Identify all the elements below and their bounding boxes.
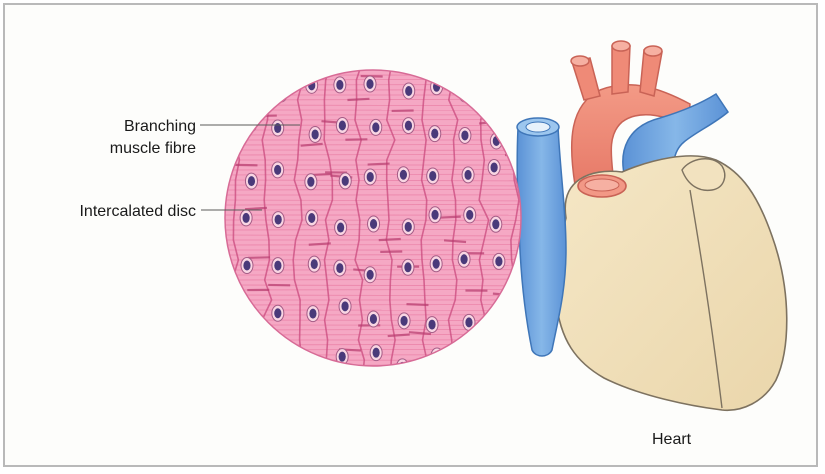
nucleus xyxy=(400,170,407,180)
nucleus-halo xyxy=(244,354,256,370)
intercalated-disc xyxy=(347,99,369,100)
nucleus xyxy=(246,357,253,367)
muscle-tissue-magnified xyxy=(225,60,527,380)
intercalated-disc xyxy=(406,304,428,305)
nucleus xyxy=(404,262,411,272)
nucleus xyxy=(308,213,315,223)
nucleus-halo xyxy=(396,359,408,375)
nucleus xyxy=(461,89,468,99)
nucleus xyxy=(308,363,315,373)
nucleus-halo xyxy=(306,360,318,376)
nucleus xyxy=(278,89,285,99)
nucleus xyxy=(405,222,412,232)
intercalated-disc xyxy=(439,217,461,218)
nucleus-halo xyxy=(431,348,443,364)
nucleus xyxy=(341,301,348,311)
nucleus xyxy=(274,261,281,271)
nucleus xyxy=(465,346,472,356)
nucleus xyxy=(275,215,282,225)
intercalated-disc xyxy=(258,100,280,101)
nucleus xyxy=(337,223,344,233)
nucleus xyxy=(243,213,250,223)
nucleus xyxy=(367,270,374,280)
intercalated-disc-label: Intercalated disc xyxy=(79,203,196,220)
intercalated-disc xyxy=(309,243,331,244)
nucleus xyxy=(431,129,438,139)
nucleus xyxy=(492,309,499,319)
nucleus-halo xyxy=(490,306,502,322)
striation xyxy=(225,105,522,106)
vena-cava xyxy=(517,126,566,356)
nucleus xyxy=(274,308,281,318)
striation xyxy=(225,329,522,330)
nucleus xyxy=(366,79,373,89)
nucleus xyxy=(433,259,440,269)
nucleus xyxy=(370,314,377,324)
intercalated-disc xyxy=(470,363,492,364)
nucleus-halo xyxy=(273,359,285,375)
nucleus xyxy=(465,317,472,327)
nucleus xyxy=(370,219,377,229)
nucleus xyxy=(339,120,346,130)
nucleus xyxy=(243,305,250,315)
nucleus-halo xyxy=(489,353,501,369)
nucleus xyxy=(342,176,349,186)
intercalated-disc xyxy=(248,257,270,258)
heart-label: Heart xyxy=(652,431,692,448)
nucleus xyxy=(243,261,250,271)
nucleus xyxy=(492,219,499,229)
nucleus xyxy=(367,172,374,182)
nucleus xyxy=(460,254,467,264)
nucleus-halo xyxy=(240,302,252,318)
nucleus xyxy=(464,170,471,180)
nucleus xyxy=(336,80,343,90)
aorta-branch-3 xyxy=(640,50,662,96)
nucleus xyxy=(372,122,379,132)
nucleus-halo xyxy=(462,343,474,359)
nucleus-halo xyxy=(242,86,254,102)
nucleus xyxy=(274,165,281,175)
nucleus xyxy=(429,171,436,181)
aorta-branch-2 xyxy=(612,46,630,94)
striation xyxy=(225,265,522,266)
nucleus xyxy=(245,89,252,99)
nucleus xyxy=(312,129,319,139)
nucleus xyxy=(491,162,498,172)
nucleus xyxy=(428,320,435,330)
nucleus xyxy=(247,119,254,129)
nucleus xyxy=(336,263,343,273)
nucleus xyxy=(309,309,316,319)
nucleus xyxy=(311,259,318,269)
nucleus xyxy=(461,130,468,140)
nucleus-halo xyxy=(488,71,500,87)
nucleus xyxy=(339,352,346,362)
striation xyxy=(225,144,522,145)
nucleus xyxy=(276,362,283,372)
nucleus xyxy=(495,256,502,266)
intercalated-disc xyxy=(379,239,401,240)
nucleus xyxy=(491,356,498,366)
intercalated-disc xyxy=(255,332,277,333)
branching-label-line2: muscle fibre xyxy=(110,140,196,157)
nucleus xyxy=(466,210,473,220)
striation xyxy=(225,99,522,100)
nucleus xyxy=(307,177,314,187)
nucleus xyxy=(248,176,255,186)
striation xyxy=(225,334,522,335)
branching-label-line1: Branching xyxy=(124,118,196,135)
nucleus xyxy=(405,121,412,131)
nucleus xyxy=(431,210,438,220)
nucleus xyxy=(405,86,412,96)
nucleus xyxy=(400,316,407,326)
heart-illustration xyxy=(517,41,787,410)
nucleus xyxy=(373,348,380,358)
intercalated-disc xyxy=(245,208,267,209)
intercalated-disc xyxy=(239,112,261,113)
intercalated-disc xyxy=(368,164,390,165)
nucleus xyxy=(491,74,498,84)
